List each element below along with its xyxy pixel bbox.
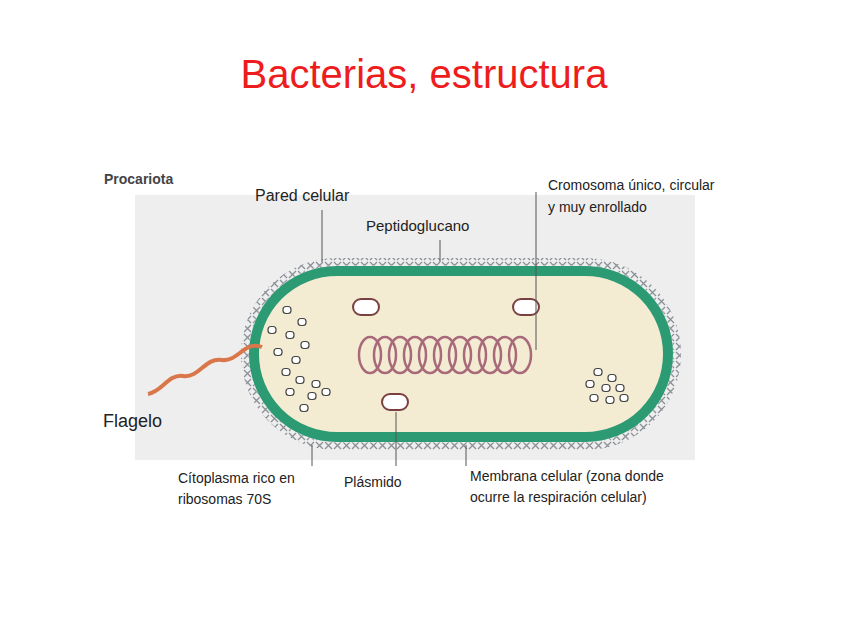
- chromosome: [359, 337, 531, 373]
- background-panel: [135, 195, 695, 460]
- part-label: Plásmido: [344, 472, 444, 492]
- part-label: Pared celular: [255, 186, 395, 206]
- plasmids: [353, 299, 539, 410]
- ribosomes: [268, 307, 628, 412]
- part-label: Peptidoglucano: [366, 216, 516, 236]
- part-label: Membrana celular (zona donde ocurre la r…: [470, 466, 670, 508]
- title: Bacterias, estructura: [0, 52, 848, 97]
- cell-membrane: [254, 271, 668, 437]
- panel-label: Procariota: [104, 170, 224, 188]
- flagellum: [148, 346, 262, 394]
- leader-lines: [312, 192, 536, 466]
- part-label: Cítoplasma rico en ribosomas 70S: [178, 468, 308, 510]
- part-label: Cromosoma único, circular y muy enrollad…: [548, 174, 723, 218]
- part-label: Flagelo: [103, 410, 203, 432]
- cell-wall: [241, 258, 681, 450]
